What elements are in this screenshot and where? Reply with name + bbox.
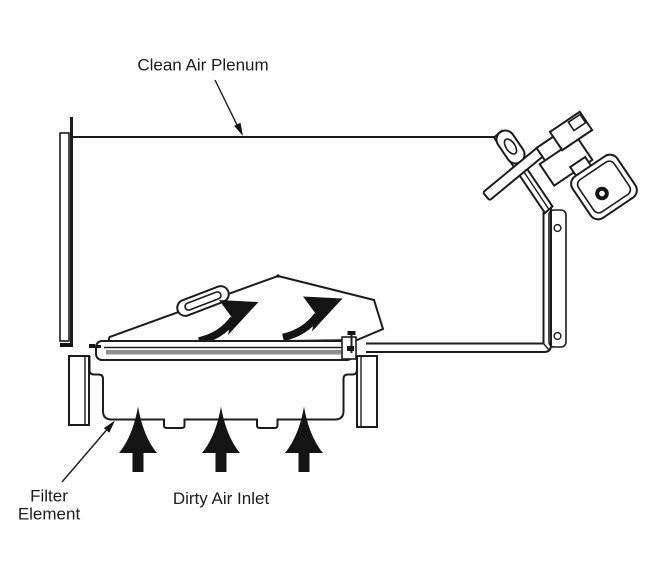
left-flange <box>59 132 70 342</box>
filter-top-frame <box>89 331 357 361</box>
label-clean-air-plenum: Clean Air Plenum <box>137 56 268 75</box>
gasket-strip <box>106 350 341 355</box>
clean-air-flow-arrows <box>198 296 343 345</box>
clean-air-flow-arrow-right <box>282 296 343 342</box>
label-dirty-air-inlet: Dirty Air Inlet <box>173 489 270 508</box>
clamp-pin-head <box>347 331 356 335</box>
weld-mark-2 <box>97 345 101 348</box>
dirty-air-arrow-1 <box>119 406 157 472</box>
conduit-hole-center <box>599 190 605 197</box>
bolt-hole-top <box>553 223 562 233</box>
coil-housing-inner <box>576 160 632 214</box>
right-wall-inner <box>366 212 545 345</box>
left-post <box>68 355 90 426</box>
right-post <box>356 355 378 428</box>
lid-clamp <box>341 331 357 360</box>
right-wall-outer <box>366 206 552 353</box>
lid-peak-dot <box>276 274 280 278</box>
plenum-leader-arrowhead <box>234 122 243 136</box>
right-bolt-flange <box>548 209 567 348</box>
dirty-air-arrows <box>119 406 323 472</box>
filter-pan-outline <box>88 356 358 429</box>
dirty-air-arrow-3 <box>285 406 323 472</box>
filter-leader-line <box>61 425 111 483</box>
left-flange-foot <box>60 343 73 347</box>
plenum-leader-line <box>214 79 241 131</box>
filter-lid <box>107 274 385 345</box>
clamp-block <box>347 346 354 351</box>
label-filter-element-line2: Element <box>18 505 81 524</box>
dirty-air-arrow-2 <box>202 406 240 472</box>
filter-leader-arrowhead <box>103 420 115 433</box>
corner-miter <box>542 343 551 352</box>
lid-handle-inner <box>184 291 222 311</box>
weld-mark-1 <box>89 344 95 348</box>
lid-handle <box>176 285 230 317</box>
valve-top-nub <box>567 113 587 132</box>
label-filter-element-line1: Filter <box>30 487 68 506</box>
pulse-valve-assembly <box>482 110 638 221</box>
labels: Clean Air Plenum Filter Element Dirty Ai… <box>18 56 270 524</box>
leader-lines <box>61 79 243 483</box>
mount-tab-slot <box>503 138 518 155</box>
bolt-hole-bottom <box>553 331 562 341</box>
